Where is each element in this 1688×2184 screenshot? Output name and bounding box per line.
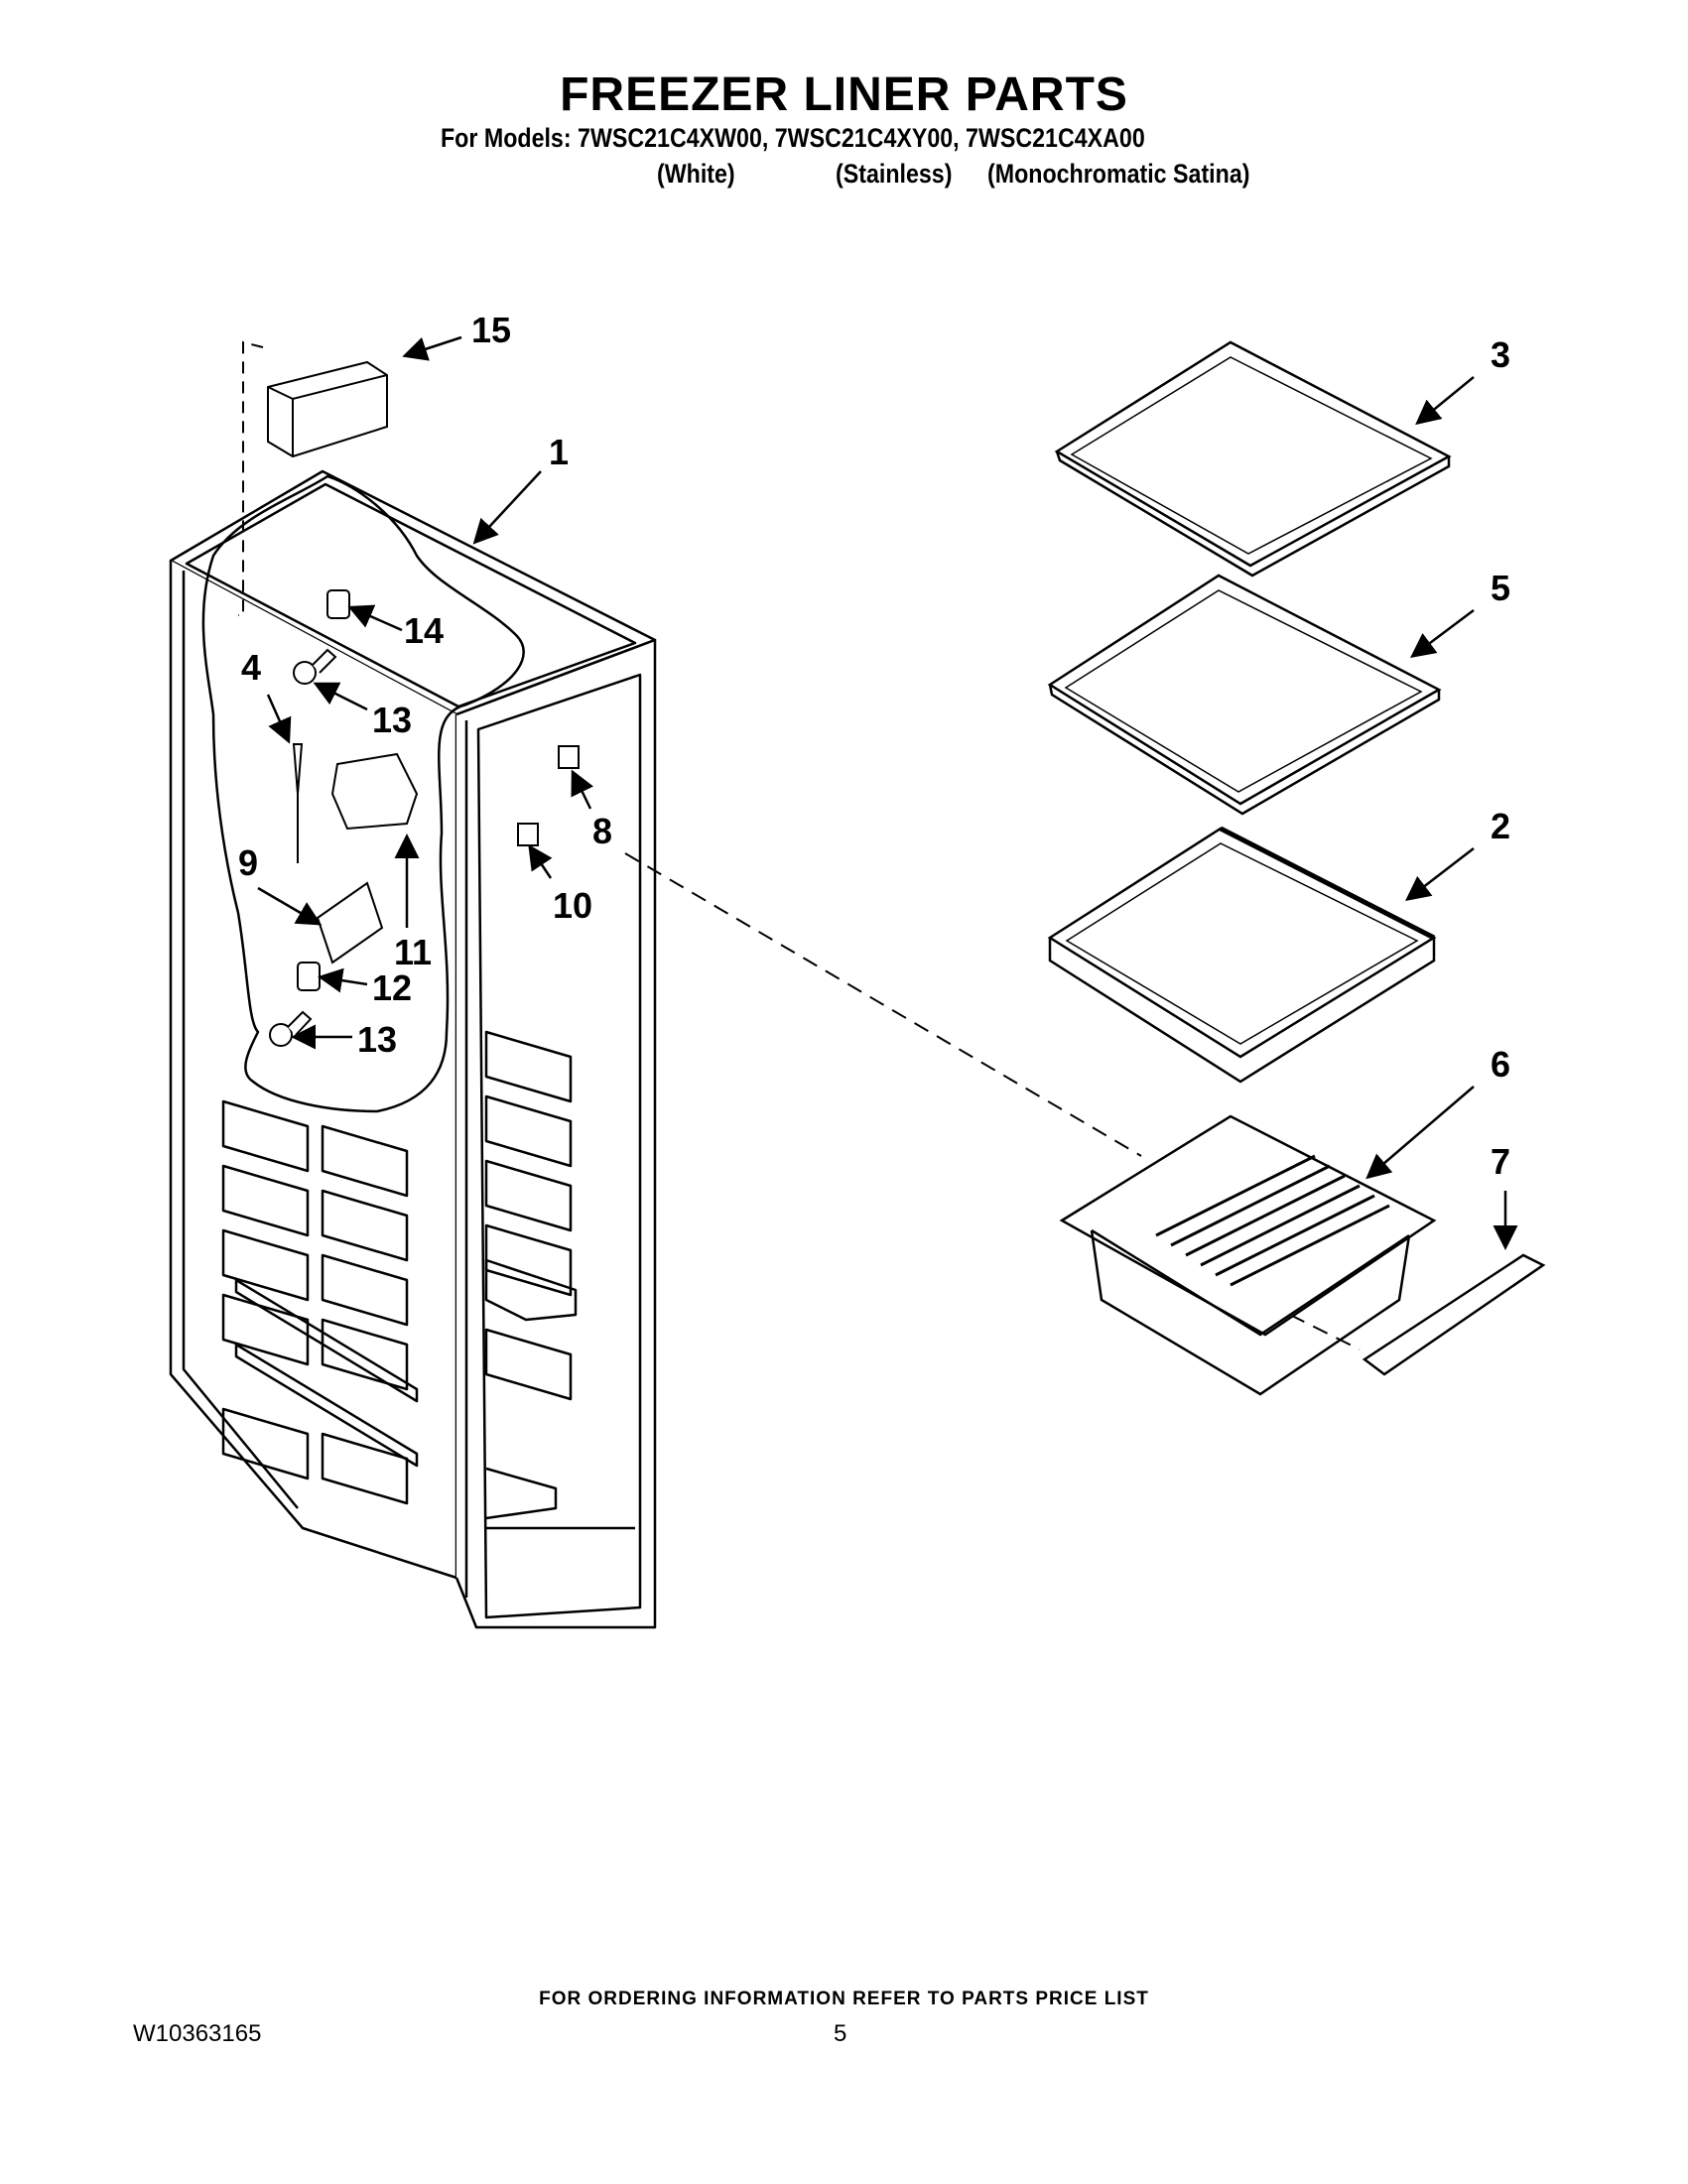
variant-stainless: (Stainless) xyxy=(836,159,953,189)
shelf-2 xyxy=(1047,826,1437,1084)
callout-11: 11 xyxy=(394,932,432,972)
page-title: FREEZER LINER PARTS xyxy=(560,68,1128,121)
liner-right-vents xyxy=(484,1030,578,1401)
callout-14: 14 xyxy=(404,610,444,651)
callout-7: 7 xyxy=(1491,1141,1510,1182)
callout-arrows xyxy=(257,335,1518,1250)
document-number: W10363165 xyxy=(133,2020,262,2047)
callout-12: 12 xyxy=(372,967,412,1008)
variant-white: (White) xyxy=(657,159,735,189)
callout-13-upper: 13 xyxy=(372,700,412,740)
callout-2: 2 xyxy=(1491,806,1510,846)
callout-15: 15 xyxy=(471,310,511,350)
drawer-rail-7 xyxy=(1362,1253,1546,1376)
part-14-socket xyxy=(326,589,350,619)
part-8-switch xyxy=(558,745,580,769)
crisper-drawer-6 xyxy=(1059,1114,1437,1396)
shelf-5 xyxy=(1047,574,1442,816)
part-15-cover xyxy=(267,360,388,458)
part-13-bulb-upper xyxy=(293,661,317,685)
shelf-3 xyxy=(1054,340,1452,578)
callout-13-lower: 13 xyxy=(357,1019,397,1060)
liner-left-vents xyxy=(221,1099,419,1505)
variant-monochromatic-satina: (Monochromatic Satina) xyxy=(987,159,1250,189)
ordering-info-note: FOR ORDERING INFORMATION REFER TO PARTS … xyxy=(539,1989,1149,2009)
models-line: For Models: 7WSC21C4XW00, 7WSC21C4XY00, … xyxy=(441,123,1145,153)
callout-5: 5 xyxy=(1491,568,1510,608)
callout-1: 1 xyxy=(549,432,569,472)
callout-9: 9 xyxy=(238,842,258,883)
part-9-cover xyxy=(316,881,384,964)
callout-numbers: 15 1 14 4 13 11 9 12 13 8 10 3 5 2 6 7 xyxy=(238,310,1510,1182)
part-4-sensor xyxy=(292,743,304,795)
callout-6: 6 xyxy=(1491,1044,1510,1085)
part-11-housing xyxy=(330,752,419,831)
callout-4: 4 xyxy=(241,647,261,688)
callout-3: 3 xyxy=(1491,334,1510,375)
callout-8: 8 xyxy=(592,811,612,851)
part-10-switch xyxy=(517,823,539,846)
page-number: 5 xyxy=(834,2020,847,2047)
part-12-socket xyxy=(297,962,321,991)
callout-10: 10 xyxy=(553,885,592,926)
